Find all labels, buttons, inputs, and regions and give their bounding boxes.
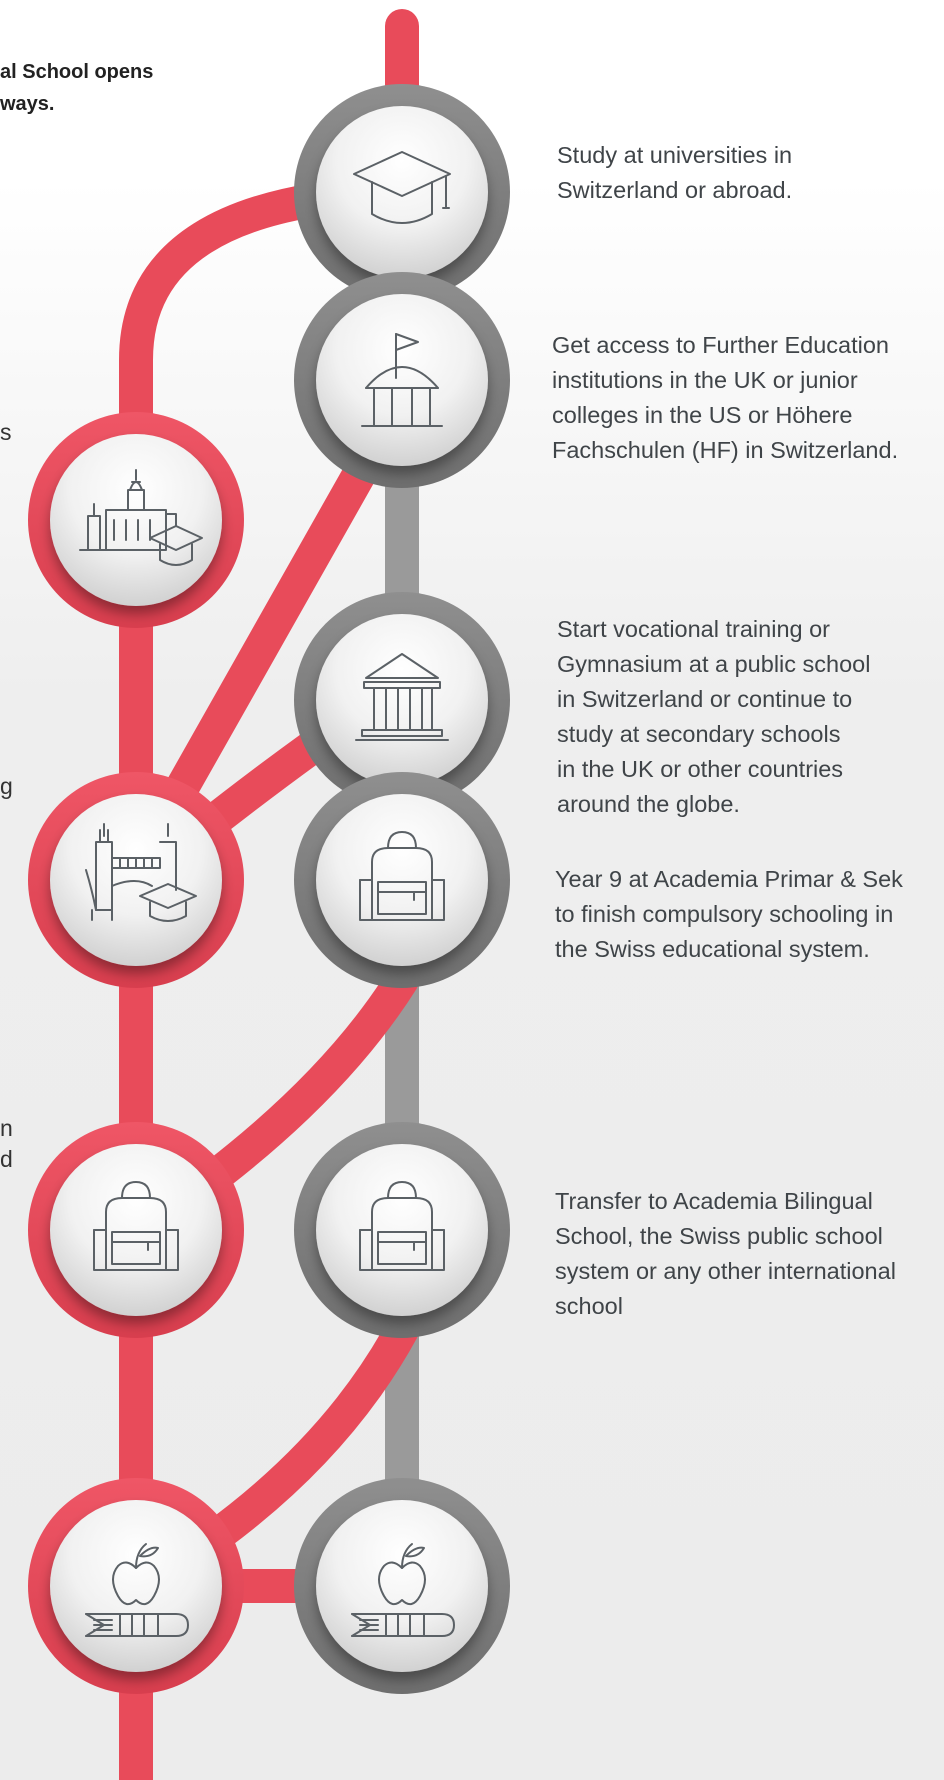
right-node-backpack-year9: [294, 772, 510, 988]
left-node-backpack: [28, 1122, 244, 1338]
right-node-classical-building: [294, 592, 510, 808]
right-node-graduation-cap: [294, 84, 510, 300]
right-node-backpack-transfer: [294, 1122, 510, 1338]
description-year-9: Year 9 at Academia Primar & Sek to finis…: [555, 866, 903, 962]
left-node-city-university: [28, 412, 244, 628]
right-node-pavilion: [294, 272, 510, 488]
left-fragment-2: g: [0, 773, 13, 799]
right-node-apple-book: [294, 1478, 510, 1694]
description-vocational-training: Start vocational training or Gymnasium a…: [557, 616, 871, 817]
left-node-london-bridge: [28, 772, 244, 988]
left-fragment-3: n: [0, 1115, 13, 1141]
left-fragment-4: d: [0, 1146, 13, 1172]
left-fragment-1: s: [0, 419, 12, 445]
intro-heading: al School opens ways.: [0, 61, 154, 115]
description-universities: Study at universities in Switzerland or …: [557, 142, 793, 203]
left-node-apple-book: [28, 1478, 244, 1694]
description-transfer: Transfer to Academia Bilingual School, t…: [555, 1188, 896, 1319]
description-further-education: Get access to Further Education institut…: [552, 332, 899, 463]
